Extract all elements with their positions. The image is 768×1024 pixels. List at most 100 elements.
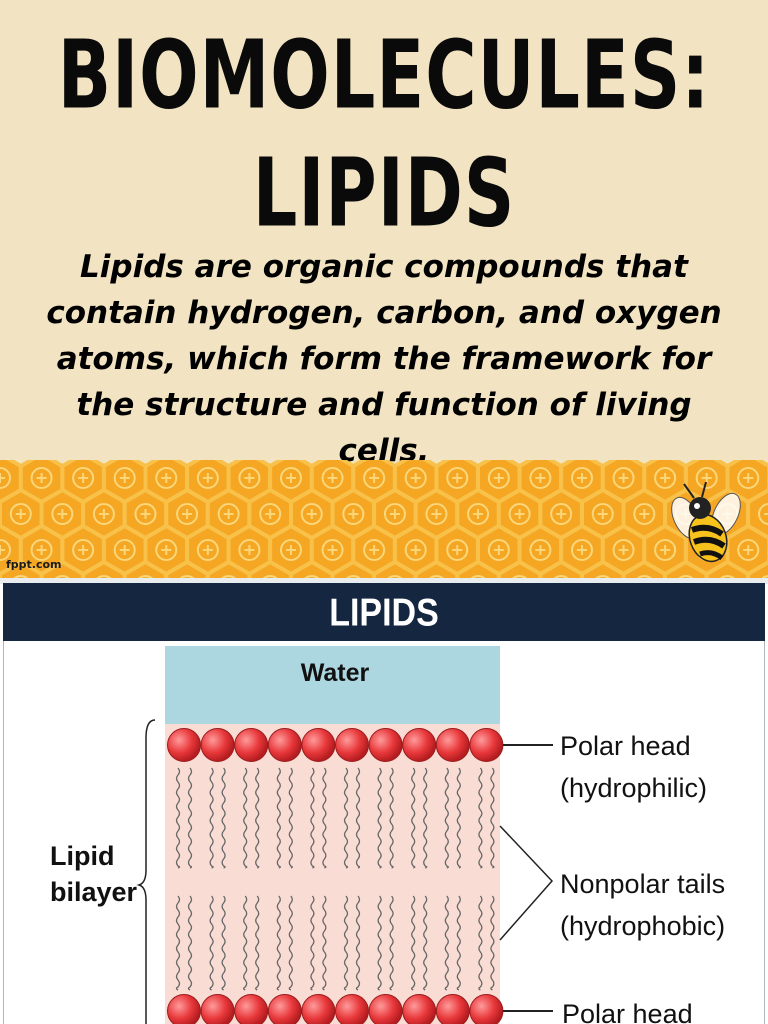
honeycomb-cell-cross <box>202 473 213 483</box>
polar-head <box>335 994 369 1024</box>
honeycomb-cell-mark <box>612 539 635 561</box>
honeycomb-cell-mark <box>612 467 635 489</box>
honeycomb-cell-mark <box>737 539 760 561</box>
polar-head <box>234 728 269 762</box>
nonpolar-label-line2: (hydrophobic) <box>560 911 725 941</box>
honeycomb-cell-mark <box>259 503 282 525</box>
honeycomb-cell-mark <box>363 467 386 489</box>
honeycomb-cell-cross <box>244 545 255 555</box>
lipid-tail <box>187 895 193 991</box>
frame-border-left <box>3 641 4 1024</box>
lipid-tail <box>322 767 327 869</box>
honeycomb-cell-cross <box>327 473 338 483</box>
honeycomb-cell-cross <box>389 509 400 519</box>
honeycomb-cell-mark <box>550 503 573 525</box>
honeycomb-cell-cross <box>743 545 754 555</box>
lipid-tail <box>221 767 226 869</box>
lipid-tail <box>377 895 382 991</box>
lipid-tail <box>343 895 349 991</box>
honeycomb-cell-mark <box>221 575 237 578</box>
lipid-tail <box>209 895 214 991</box>
lipid-tail <box>322 895 327 991</box>
polar-head <box>368 728 403 762</box>
honeycomb-cell-cross <box>98 509 109 519</box>
honeycomb-cell-mark <box>570 539 593 561</box>
honeycomb-cell-cross <box>0 545 5 555</box>
lipid-tail <box>187 767 193 869</box>
lipid-tail <box>411 895 416 991</box>
polar-head <box>200 994 235 1024</box>
lipid-tail <box>310 895 315 991</box>
honeycomb-cell-cross <box>223 509 234 519</box>
honeycomb-cell-cross <box>306 509 317 519</box>
honeycomb-cell-cross <box>576 545 587 555</box>
polar-head <box>267 994 302 1024</box>
honeycomb-cell-mark <box>446 539 469 561</box>
honeycomb-cell-cross <box>493 473 504 483</box>
polar-head <box>234 994 269 1024</box>
honeycomb-cell-mark <box>758 503 768 525</box>
honeycomb-cell-mark <box>92 503 115 525</box>
honeycomb-cell-cross <box>410 473 421 483</box>
honeycomb-cell-mark <box>446 467 469 489</box>
honeycomb-cell-mark <box>654 467 677 489</box>
nonpolar-label-line1: Nonpolar tails <box>560 869 725 899</box>
lipid-tail <box>389 767 394 869</box>
honeycomb-cell-mark <box>113 539 136 561</box>
honeycomb-cell-cross <box>493 545 504 555</box>
honeycomb-cell-mark <box>321 467 344 489</box>
polar-head-bottom-label: Polar head <box>562 999 693 1024</box>
polar-heads-top <box>167 728 504 762</box>
header-bar: LIPIDS <box>3 583 765 641</box>
bilayer-bracket <box>136 719 156 1024</box>
honeycomb-cell-cross <box>327 545 338 555</box>
polar-head <box>200 728 235 762</box>
honeycomb-cell-mark <box>300 503 323 525</box>
honeycomb-cell-cross <box>618 473 629 483</box>
lipid-tail <box>423 767 428 869</box>
polar-head <box>167 994 201 1024</box>
lipid-tail <box>243 895 248 991</box>
tail-region <box>165 724 500 1024</box>
honeycomb-cell-mark <box>30 539 53 561</box>
honeycomb-cell-cross <box>119 473 130 483</box>
honeycomb-cell-mark <box>321 539 344 561</box>
honeycomb-cell-mark <box>719 575 736 578</box>
honeycomb-cell-mark <box>238 539 261 561</box>
lipid-tail <box>355 895 361 991</box>
honeycomb-cell-cross <box>78 545 89 555</box>
honeycomb-cell-cross <box>161 473 172 483</box>
polar-head <box>267 728 302 762</box>
honeycomb-cell-cross <box>140 509 151 519</box>
honeycomb-cell-cross <box>161 545 172 555</box>
bilayer-label-line2: bilayer <box>50 877 138 907</box>
honeycomb-cell-mark <box>678 575 694 578</box>
honeycomb-cell-cross <box>452 545 463 555</box>
lipid-tail <box>411 767 416 869</box>
nonpolar-tails-pointer <box>499 825 554 941</box>
honeycomb-cell-mark <box>262 575 278 578</box>
lipid-tail <box>175 895 181 991</box>
honeycomb-cell-cross <box>743 473 754 483</box>
honeycomb-cell-mark <box>383 503 406 525</box>
honeycomb-decoration <box>0 460 768 578</box>
honeycomb-cell-cross <box>36 473 47 483</box>
lipid-tail <box>288 767 293 869</box>
lipid-tail <box>478 767 483 869</box>
lipid-tail <box>255 895 260 991</box>
polar-head-label-line2: (hydrophilic) <box>560 773 707 803</box>
honeycomb-cell-mark <box>467 503 490 525</box>
honeycomb-cell-mark <box>72 467 95 489</box>
honeycomb-cell-mark <box>137 575 154 578</box>
honeycomb-cell-mark <box>529 539 552 561</box>
polar-heads-bottom <box>167 994 504 1024</box>
honeycomb-cell-mark <box>196 539 219 561</box>
honeycomb-cell-mark <box>636 575 652 578</box>
honeycomb-cell-mark <box>695 467 718 489</box>
polar-head <box>167 728 201 762</box>
lipid-tail <box>355 767 361 869</box>
lipid-tail <box>175 767 181 869</box>
frame-border-right <box>764 641 765 1024</box>
lipid-tail <box>276 895 281 991</box>
lipid-tail <box>255 767 260 869</box>
